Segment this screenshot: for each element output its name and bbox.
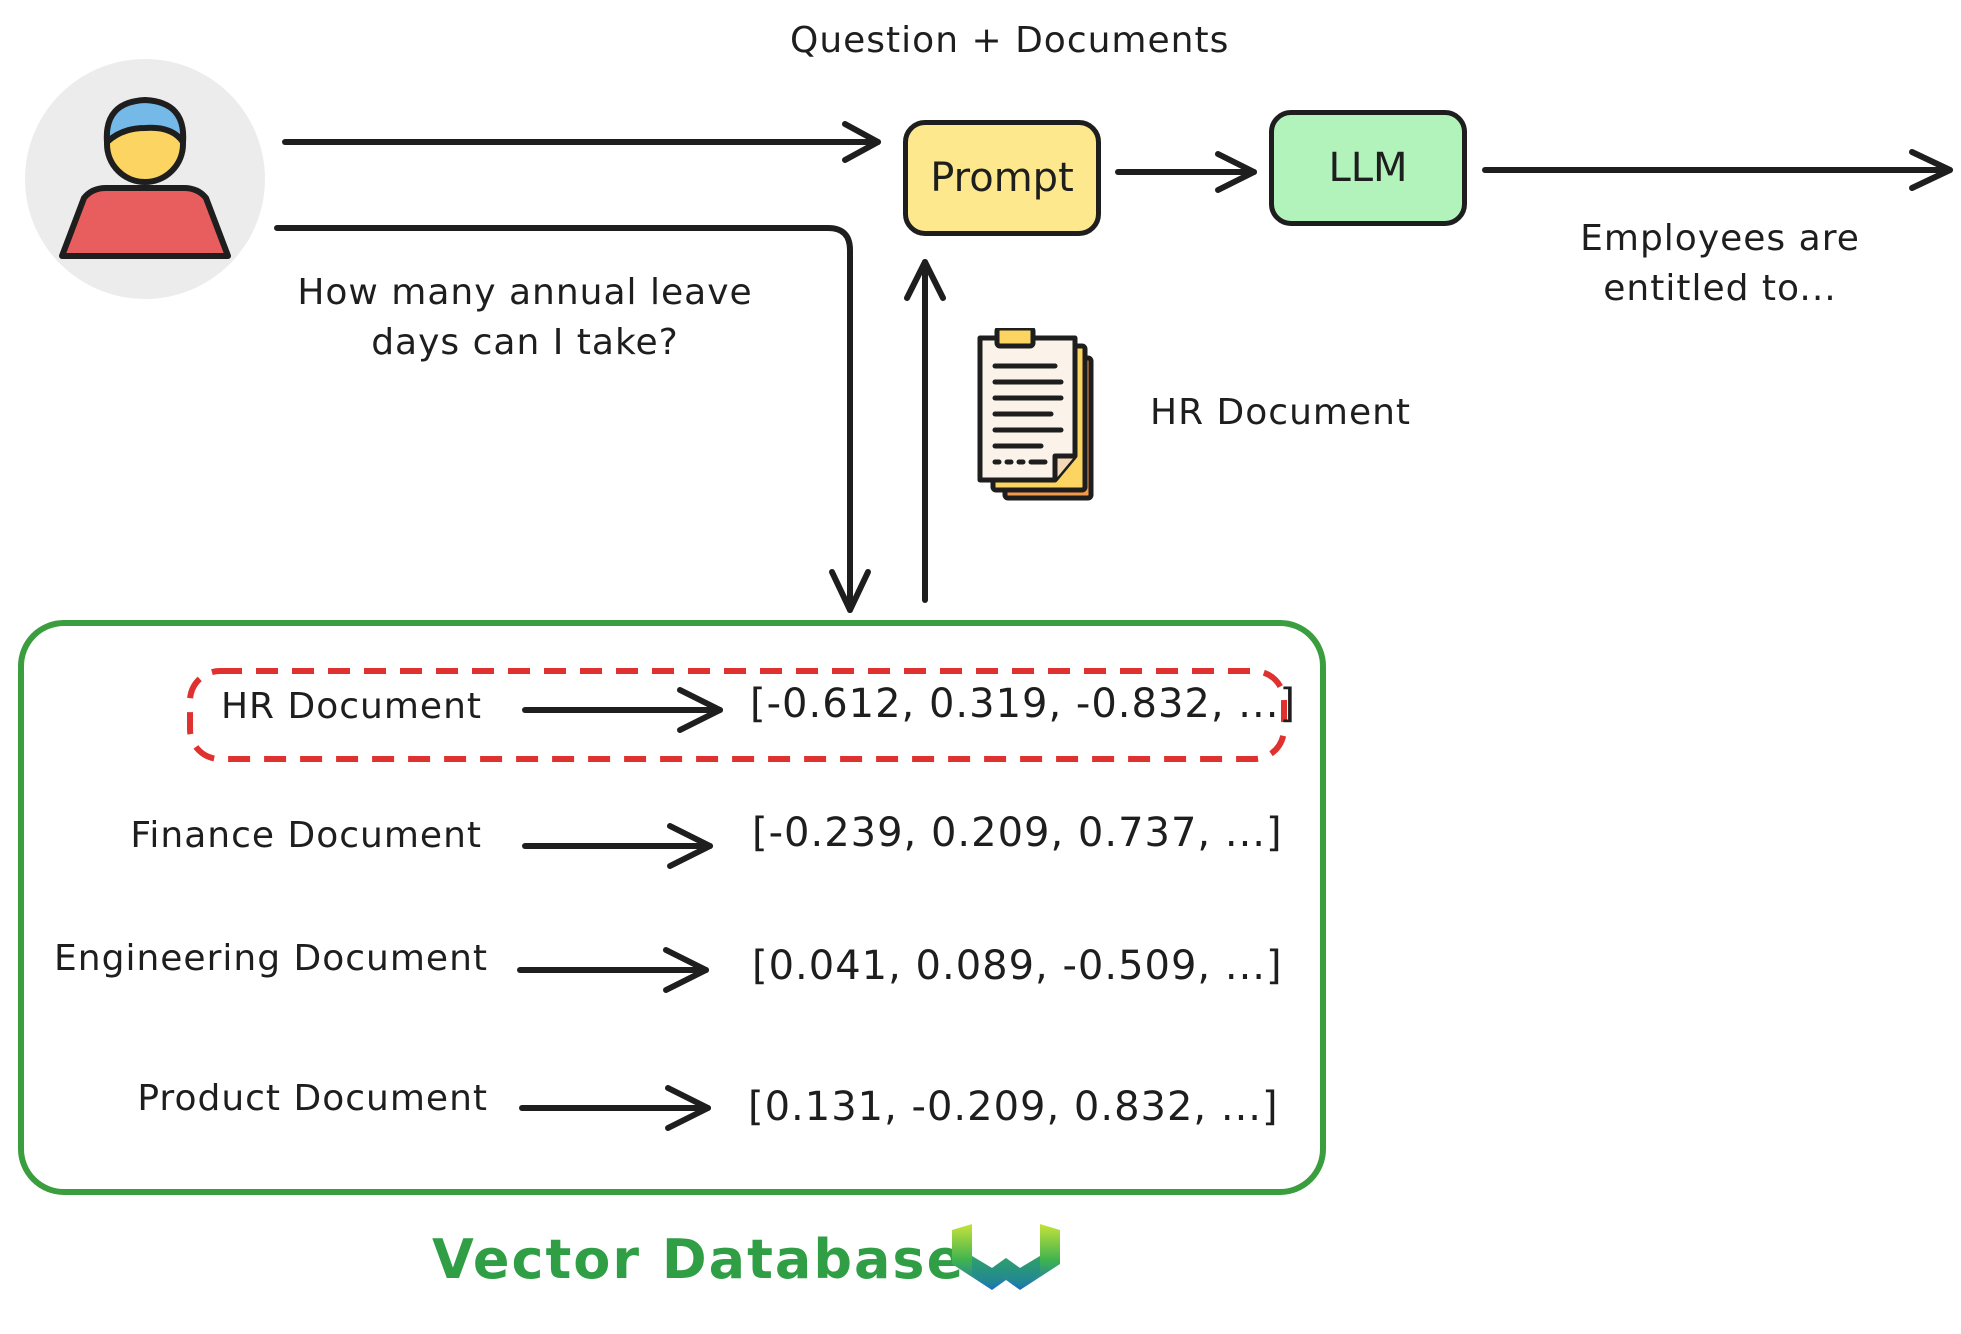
doc-label-finance: Finance Document xyxy=(130,815,482,856)
user-avatar-icon xyxy=(25,59,265,299)
retrieved-doc-label: HR Document xyxy=(1150,392,1412,433)
llm-box: LLM xyxy=(1269,110,1467,226)
question-text: How many annual leave days can I take? xyxy=(290,268,760,368)
prompt-box: Prompt xyxy=(903,120,1101,236)
vector-product: [0.131, -0.209, 0.832, ...] xyxy=(748,1084,1279,1130)
answer-line-1: Employees are xyxy=(1580,218,1860,259)
answer-line-2: entitled to... xyxy=(1603,268,1837,309)
question-line-2: days can I take? xyxy=(371,322,679,363)
vector-database-title: Vector Database xyxy=(432,1228,966,1291)
weaviate-logo-icon xyxy=(952,1224,1060,1290)
answer-text: Employees are entitled to... xyxy=(1560,214,1880,314)
doc-label-hr: HR Document xyxy=(220,686,482,727)
llm-label: LLM xyxy=(1328,145,1408,191)
document-stack-icon xyxy=(977,328,1094,501)
vector-database-frame xyxy=(18,620,1326,1195)
doc-label-engineering: Engineering Document xyxy=(54,938,488,979)
vector-engineering: [0.041, 0.089, -0.509, ...] xyxy=(752,943,1283,989)
highlight-dashed-box xyxy=(187,668,1287,762)
query-arrow xyxy=(274,225,853,613)
vector-finance: [-0.239, 0.209, 0.737, ...] xyxy=(752,810,1283,856)
question-line-1: How many annual leave xyxy=(297,272,753,313)
doc-label-product: Product Document xyxy=(137,1078,488,1119)
prompt-label: Prompt xyxy=(930,155,1074,201)
vector-hr: [-0.612, 0.319, -0.832, ...] xyxy=(750,681,1297,727)
top-label: Question + Documents xyxy=(790,20,1230,61)
